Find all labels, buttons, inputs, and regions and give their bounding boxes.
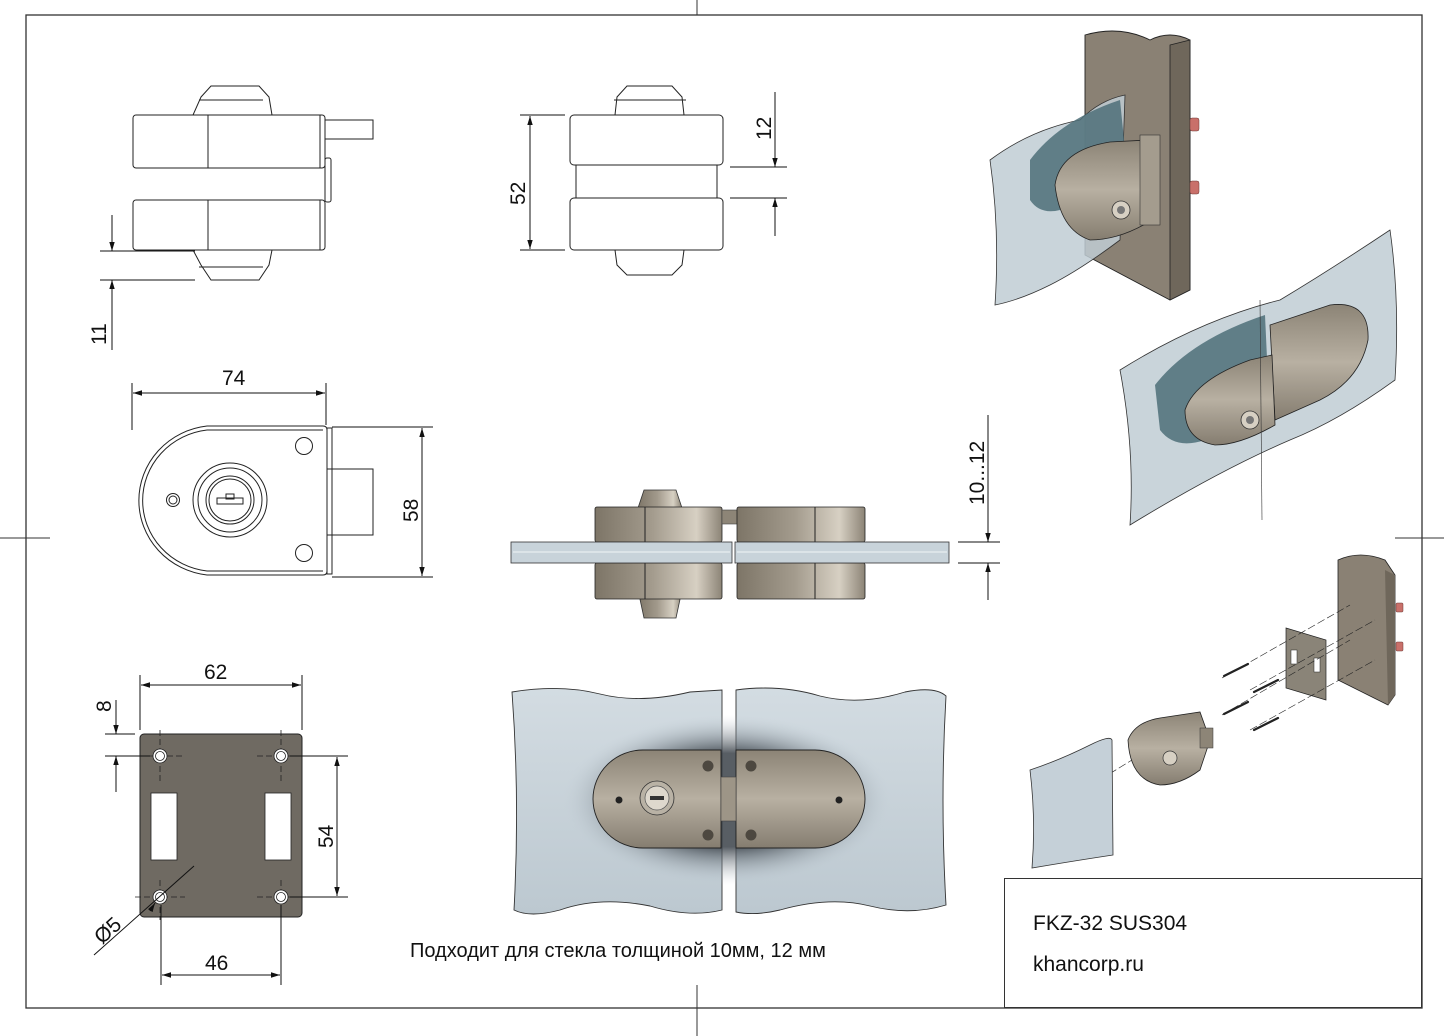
product-model: FKZ-32 SUS304 [1033, 912, 1188, 935]
dim-label-46: 46 [205, 952, 228, 975]
front-render-on-glass [511, 687, 947, 915]
dim-label-12: 12 [753, 117, 776, 140]
dimension-plate-hole-horizontal [160, 905, 282, 985]
iso-view-exploded [1029, 554, 1404, 869]
dim-label-glass-thickness: 10...12 [966, 441, 989, 505]
dimension-plate-hole-edge [105, 700, 150, 792]
top-view-render [510, 489, 950, 619]
dimension-side-offset [100, 215, 195, 350]
website-label: khancorp.ru [1033, 953, 1144, 976]
dim-label-diameter: Ø5 [90, 913, 126, 949]
dim-label-11: 11 [88, 323, 111, 345]
dimension-plate-hole-vertical [290, 755, 348, 898]
dimension-plate-width [139, 675, 303, 730]
dim-label-8: 8 [93, 700, 116, 712]
dimension-front-height [520, 114, 565, 251]
iso-view-wall-mount [989, 30, 1200, 306]
dim-label-58: 58 [400, 499, 423, 522]
face-view-drawing [138, 425, 374, 576]
dimension-face-width [131, 383, 327, 430]
dim-label-54: 54 [315, 824, 338, 848]
dimension-face-height [332, 426, 433, 578]
dimension-front-gap [730, 92, 787, 236]
glass-thickness-note: Подходит для стекла толщиной 10мм, 12 мм [410, 940, 826, 962]
dimension-glass-thickness [958, 415, 1000, 600]
front-view-drawing [569, 85, 724, 276]
dim-label-52: 52 [507, 182, 530, 205]
dim-label-74: 74 [222, 367, 246, 390]
iso-view-glass-to-glass [1119, 229, 1398, 526]
strike-plate-drawing [135, 730, 305, 920]
dim-label-62: 62 [204, 661, 227, 684]
side-view-drawing [132, 85, 374, 281]
title-block: FKZ-32 SUS304 khancorp.ru [1004, 878, 1422, 1008]
dimension-plate-hole-diameter [93, 865, 195, 956]
